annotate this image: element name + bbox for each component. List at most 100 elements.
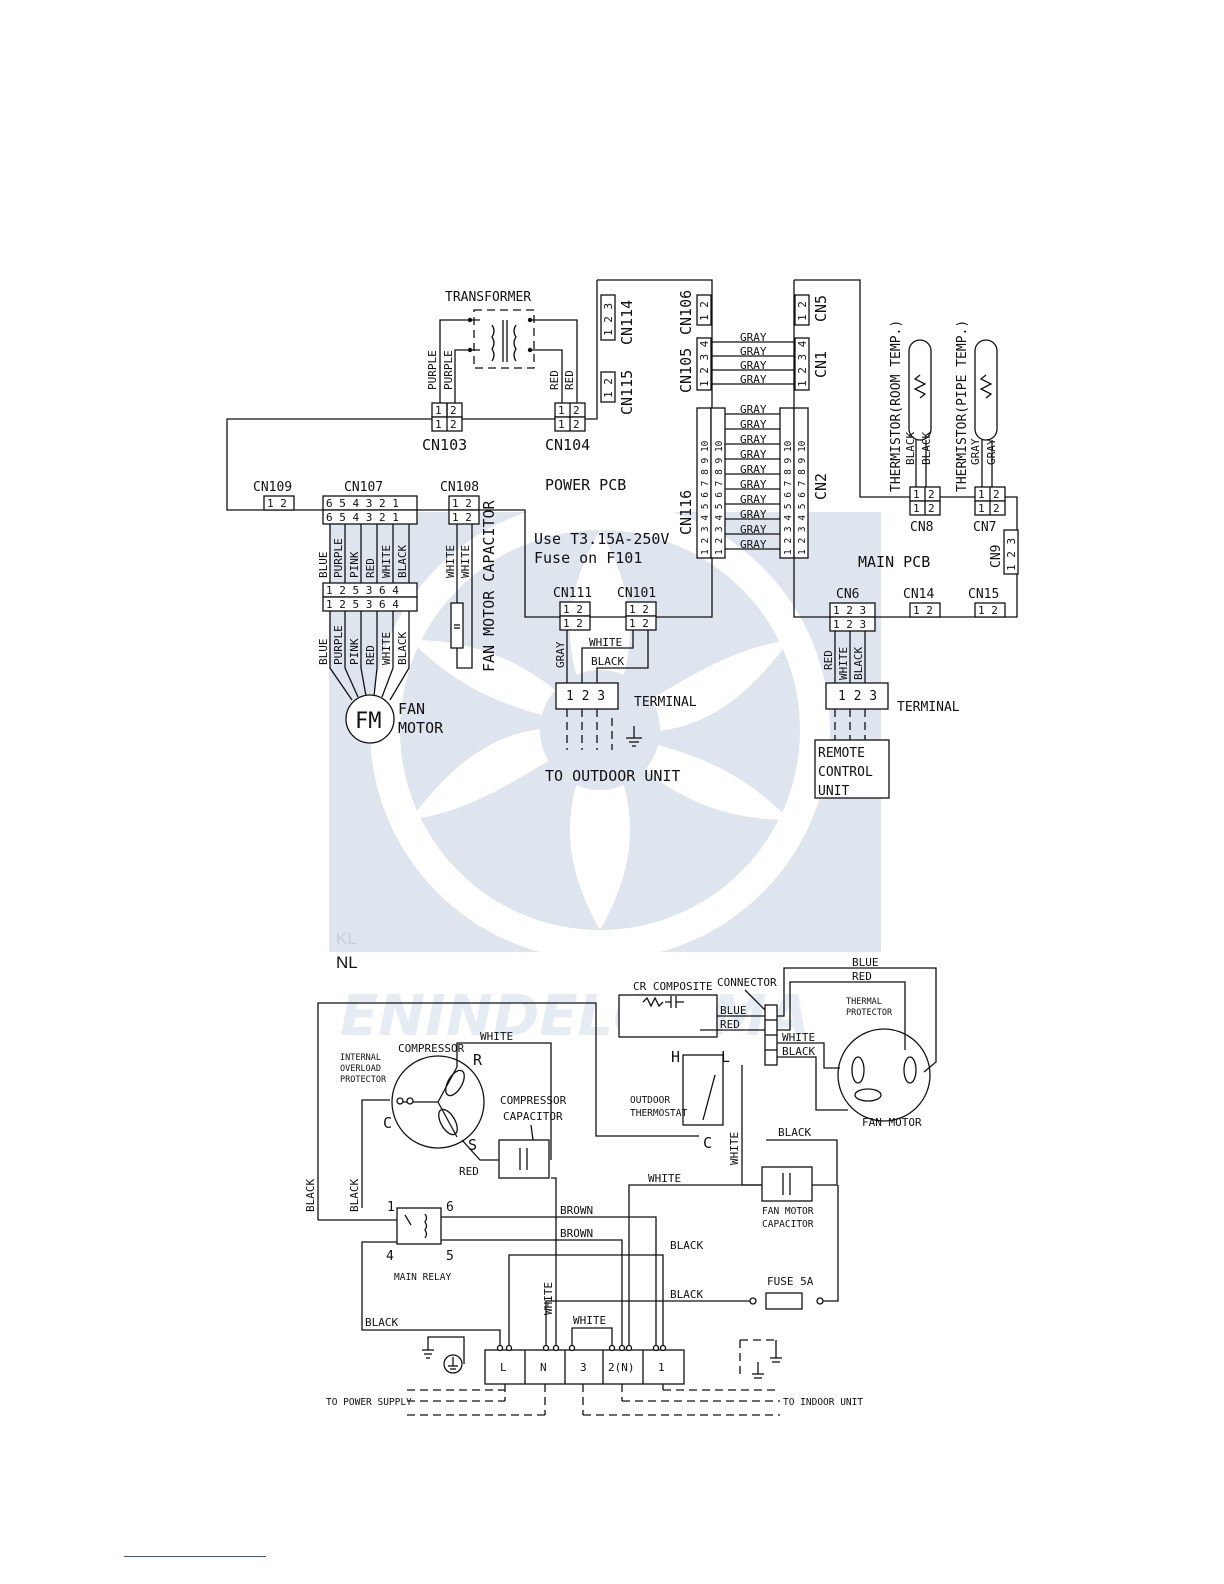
cn107-label: CN107 bbox=[344, 480, 383, 495]
transformer-label: TRANSFORMER bbox=[445, 290, 531, 305]
svg-text:1 2 3: 1 2 3 bbox=[833, 604, 866, 617]
fan-motor-icon bbox=[345, 694, 395, 744]
wire-red-b1: RED bbox=[459, 1165, 479, 1178]
cn101-label: CN101 bbox=[617, 586, 656, 601]
wire-gray-cn111: GRAY bbox=[554, 641, 567, 668]
cn2-label: CN2 bbox=[812, 473, 830, 500]
terminal-n: N bbox=[540, 1361, 547, 1374]
wire-brown-2: BROWN bbox=[560, 1227, 593, 1240]
cn108-connector: 1 21 2 bbox=[448, 495, 480, 525]
wire-purple-3: PURPLE bbox=[332, 538, 345, 578]
terminal-label-right: TERMINAL bbox=[897, 700, 960, 715]
wire-red-b2: RED bbox=[720, 1018, 740, 1031]
cn1-label: CN1 bbox=[812, 351, 830, 378]
cn111-label: CN111 bbox=[553, 586, 592, 601]
top-diagram: POWER PCB MAIN PCB Use T3.15A-250V Fuse … bbox=[226, 279, 1019, 799]
internal-label-1: INTERNAL bbox=[340, 1053, 381, 1063]
wire-black-b6: BLACK bbox=[670, 1239, 703, 1252]
wire-red-4: RED bbox=[364, 645, 377, 665]
terminal-2n: 2(N) bbox=[608, 1361, 635, 1374]
to-power-supply-label: TO POWER SUPPLY bbox=[326, 1397, 412, 1408]
svg-text:2: 2 bbox=[928, 488, 935, 501]
cn9-connector: 1 2 3 bbox=[1003, 529, 1019, 575]
svg-text:GRAY: GRAY bbox=[740, 418, 767, 431]
fan-motor-bottom-icon bbox=[837, 1028, 931, 1122]
wire-black-1: BLACK bbox=[396, 545, 409, 578]
wire-white-cn6: WHITE bbox=[837, 647, 850, 680]
wire-white-b1: WHITE bbox=[480, 1030, 513, 1043]
svg-text:2: 2 bbox=[573, 404, 580, 417]
to-indoor-unit-label: TO INDOOR UNIT bbox=[783, 1397, 863, 1408]
svg-text:2: 2 bbox=[993, 502, 1000, 515]
wire-white-b3: WHITE bbox=[728, 1132, 741, 1165]
svg-text:1: 1 bbox=[558, 404, 565, 417]
wire-black-b2: BLACK bbox=[778, 1126, 811, 1139]
relay-pin-5: 5 bbox=[446, 1249, 454, 1264]
fan-cap-label-2: CAPACITOR bbox=[762, 1219, 814, 1230]
cn14-label: CN14 bbox=[903, 587, 934, 602]
cn109-label: CN109 bbox=[253, 480, 292, 495]
wire-black-2: BLACK bbox=[396, 632, 409, 665]
svg-text:GRAY: GRAY bbox=[740, 373, 767, 386]
svg-text:1 2: 1 2 bbox=[563, 603, 583, 616]
fan-motor-label-1: FAN bbox=[398, 700, 425, 718]
cn116-connector: 1 2 3 4 5 6 7 8 9 10 1 2 3 4 5 6 7 8 9 1… bbox=[696, 407, 726, 559]
wire-white-b2: WHITE bbox=[782, 1031, 815, 1044]
wire-pink-2: PINK bbox=[348, 638, 361, 665]
fuse-note-line1: Use T3.15A-250V bbox=[534, 530, 669, 548]
wire-black-b5: BLACK bbox=[348, 1179, 361, 1212]
svg-text:1 2 3: 1 2 3 bbox=[833, 618, 866, 631]
cn8-label: CN8 bbox=[910, 520, 933, 535]
connector-label: CONNECTOR bbox=[717, 976, 777, 989]
svg-text:1 2: 1 2 bbox=[913, 604, 933, 617]
cn116-label: CN116 bbox=[677, 490, 695, 535]
svg-text:6 5 4 3 2 1: 6 5 4 3 2 1 bbox=[326, 497, 399, 510]
svg-text:1 2: 1 2 bbox=[796, 301, 809, 321]
ground-left-icon bbox=[422, 1336, 465, 1374]
footer-link-line[interactable] bbox=[124, 1556, 266, 1557]
svg-text:1: 1 bbox=[558, 418, 565, 431]
fan-cap-label-1: FAN MOTOR bbox=[762, 1206, 814, 1217]
ground-symbol-icon bbox=[626, 726, 642, 747]
svg-text:1 2: 1 2 bbox=[629, 603, 649, 616]
svg-text:1 2 3 4 5 6 7 8 9 10: 1 2 3 4 5 6 7 8 9 10 bbox=[714, 440, 725, 555]
compressor-r-label: R bbox=[473, 1051, 483, 1069]
svg-text:1: 1 bbox=[978, 502, 985, 515]
power-pcb-label: POWER PCB bbox=[545, 476, 626, 494]
comp-cap-label-2: CAPACITOR bbox=[503, 1110, 563, 1123]
thermistor-pipe-icon bbox=[974, 339, 998, 487]
power-pcb-outline bbox=[226, 279, 713, 618]
wire-black-th2: BLACK bbox=[920, 432, 933, 465]
svg-text:GRAY: GRAY bbox=[740, 493, 767, 506]
remote-label-2: CONTROL bbox=[818, 765, 873, 780]
thermostat-h-label: H bbox=[671, 1048, 680, 1066]
cr-composite-box bbox=[618, 994, 718, 1038]
fuse-note-line2: Fuse on F101 bbox=[534, 549, 642, 567]
compressor-c-label: C bbox=[383, 1114, 392, 1132]
compressor-s-label: S bbox=[468, 1136, 477, 1154]
cn106-connector: 1 2 bbox=[696, 294, 712, 326]
cn115-label: CN115 bbox=[618, 370, 636, 415]
svg-text:1 2: 1 2 bbox=[629, 617, 649, 630]
thermostat-c-label: C bbox=[703, 1134, 712, 1152]
fuse-icon bbox=[765, 1292, 803, 1310]
cn106-label: CN106 bbox=[677, 290, 695, 335]
fan-motor-capacitor-bottom-icon bbox=[761, 1166, 813, 1202]
cn6-label: CN6 bbox=[836, 587, 859, 602]
svg-text:1 2 3 4 5 6 7 8 9 10: 1 2 3 4 5 6 7 8 9 10 bbox=[797, 440, 808, 555]
thermostat-label-1: OUTDOOR bbox=[630, 1095, 670, 1106]
fan-motor-fm-label: FM bbox=[355, 709, 382, 734]
wire-black-b4: BLACK bbox=[304, 1179, 317, 1212]
outdoor-terminal-block bbox=[555, 682, 619, 710]
svg-text:GRAY: GRAY bbox=[740, 538, 767, 551]
cn14-connector: 1 2 bbox=[909, 602, 941, 618]
svg-text:1 2 3: 1 2 3 bbox=[838, 689, 877, 704]
svg-text:1: 1 bbox=[435, 404, 442, 417]
cn105-connector: 1 2 3 4 bbox=[696, 337, 712, 391]
cn109-connector: 1 2 bbox=[263, 495, 295, 511]
cn104-label: CN104 bbox=[545, 436, 590, 454]
svg-text:1 2 3: 1 2 3 bbox=[1005, 538, 1018, 571]
svg-text:1 2 3 4: 1 2 3 4 bbox=[698, 340, 711, 387]
svg-text:2: 2 bbox=[450, 404, 457, 417]
